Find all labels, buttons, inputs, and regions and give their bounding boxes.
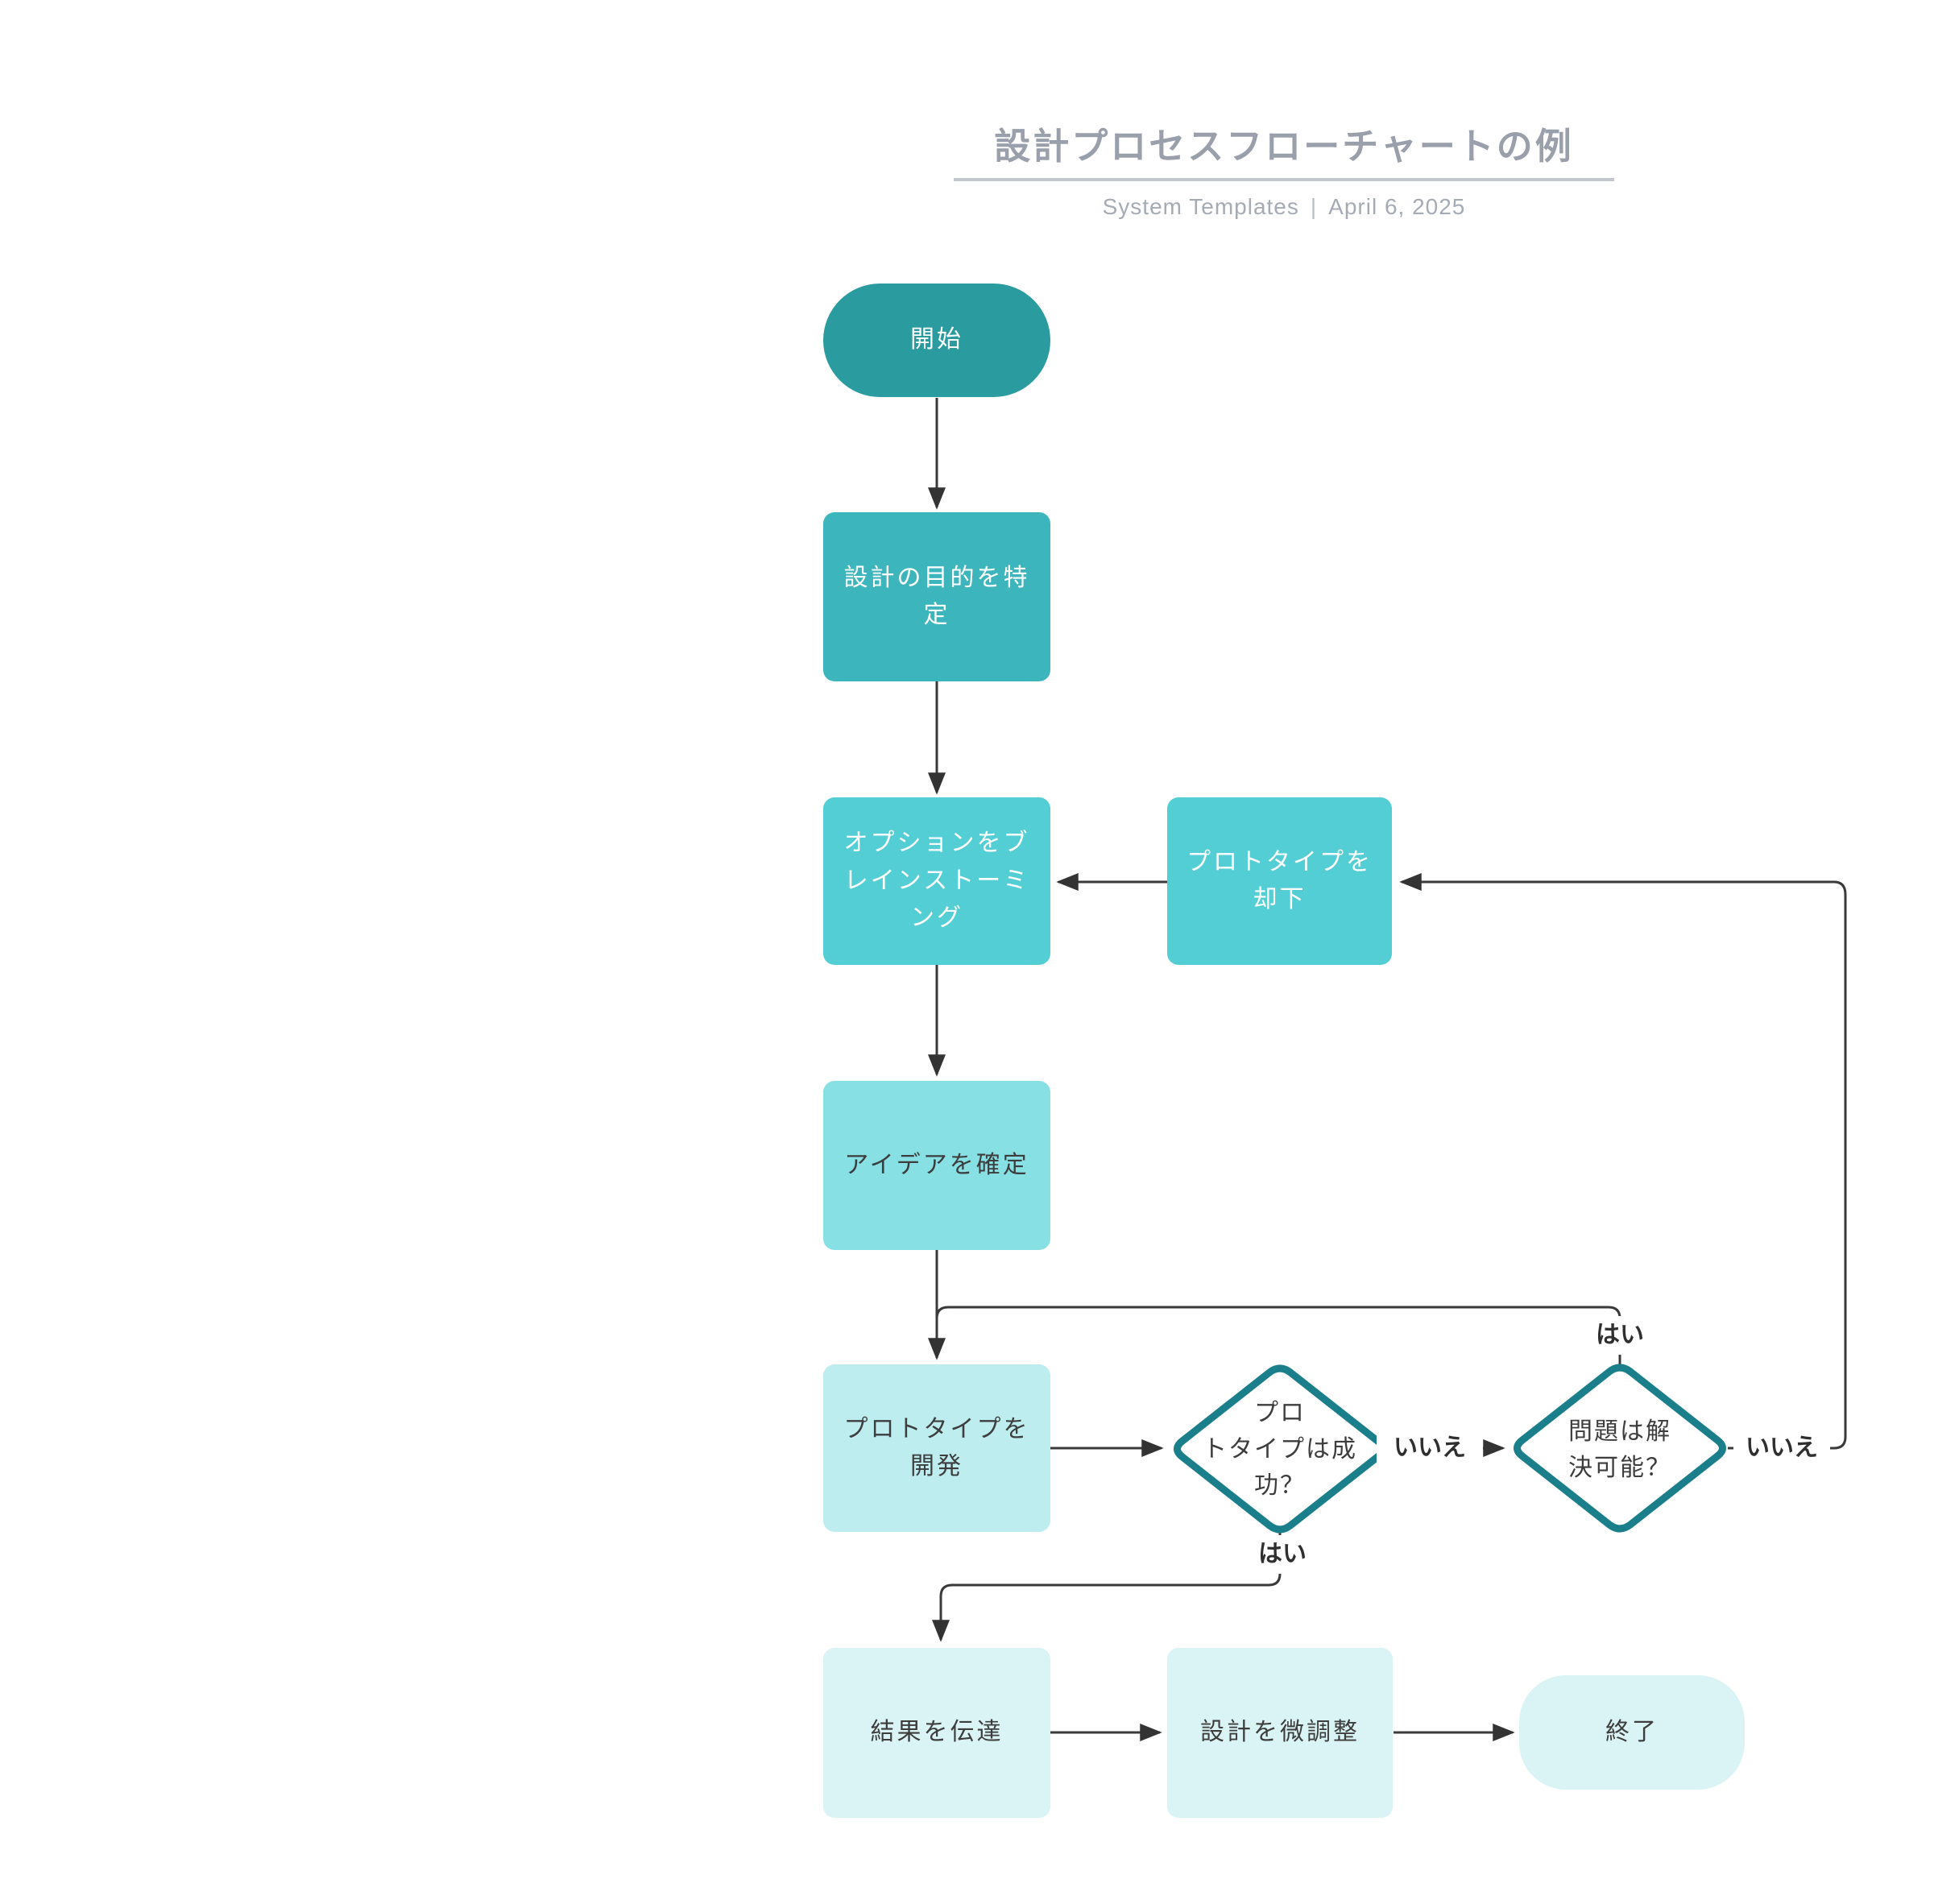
flow-node-problem-solvable: 問題は解 決可能？ [1568,1418,1671,1481]
connector-solvable-yes-loopback [935,1306,1621,1364]
edge-label-yes-prototype-successful: はい [1245,1535,1319,1574]
flow-node-finetune-design: 設計を微調整 [1167,1648,1393,1818]
subtitle-source: System Templates [1102,193,1299,219]
connector-success-yes-to-communicate [932,1533,1282,1642]
edge-label-no-problem-solvable: いいえ [1733,1429,1830,1467]
subtitle-date: April 6, 2025 [1328,193,1466,219]
subtitle: System Templates | April 6, 2025 [954,194,1614,220]
flow-node-communicate-results: 結果を伝達 [823,1648,1050,1818]
subtitle-separator: | [1310,193,1318,219]
flow-node-finalize-idea: アイデアを確定 [823,1081,1050,1250]
flow-node-brainstorm-options: オプションをブ レインストーミ ング [823,797,1050,965]
edge-label-yes-problem-solvable: はい [1583,1316,1657,1355]
flow-node-develop-prototype: プロトタイプを 開発 [823,1364,1050,1532]
flow-node-end: 終了 [1519,1675,1745,1790]
edge-label-no-between-decisions: いいえ [1377,1429,1483,1467]
flow-node-identify-purpose: 設計の目的を特 定 [823,512,1050,681]
page-title: 設計プロセスフローチャートの例 [954,126,1614,181]
decision-shape-problem-solvable [1514,1364,1726,1533]
connector-solvable-no-to-reject [1399,873,1847,1450]
header: 設計プロセスフローチャートの例 System Templates | April 6… [954,126,1614,220]
flow-node-start: 開始 [823,284,1050,397]
flow-node-reject-prototype: プロトタイプを 却下 [1167,797,1392,965]
flow-node-prototype-successful: プロ トタイプは成 功？ [1203,1399,1357,1499]
